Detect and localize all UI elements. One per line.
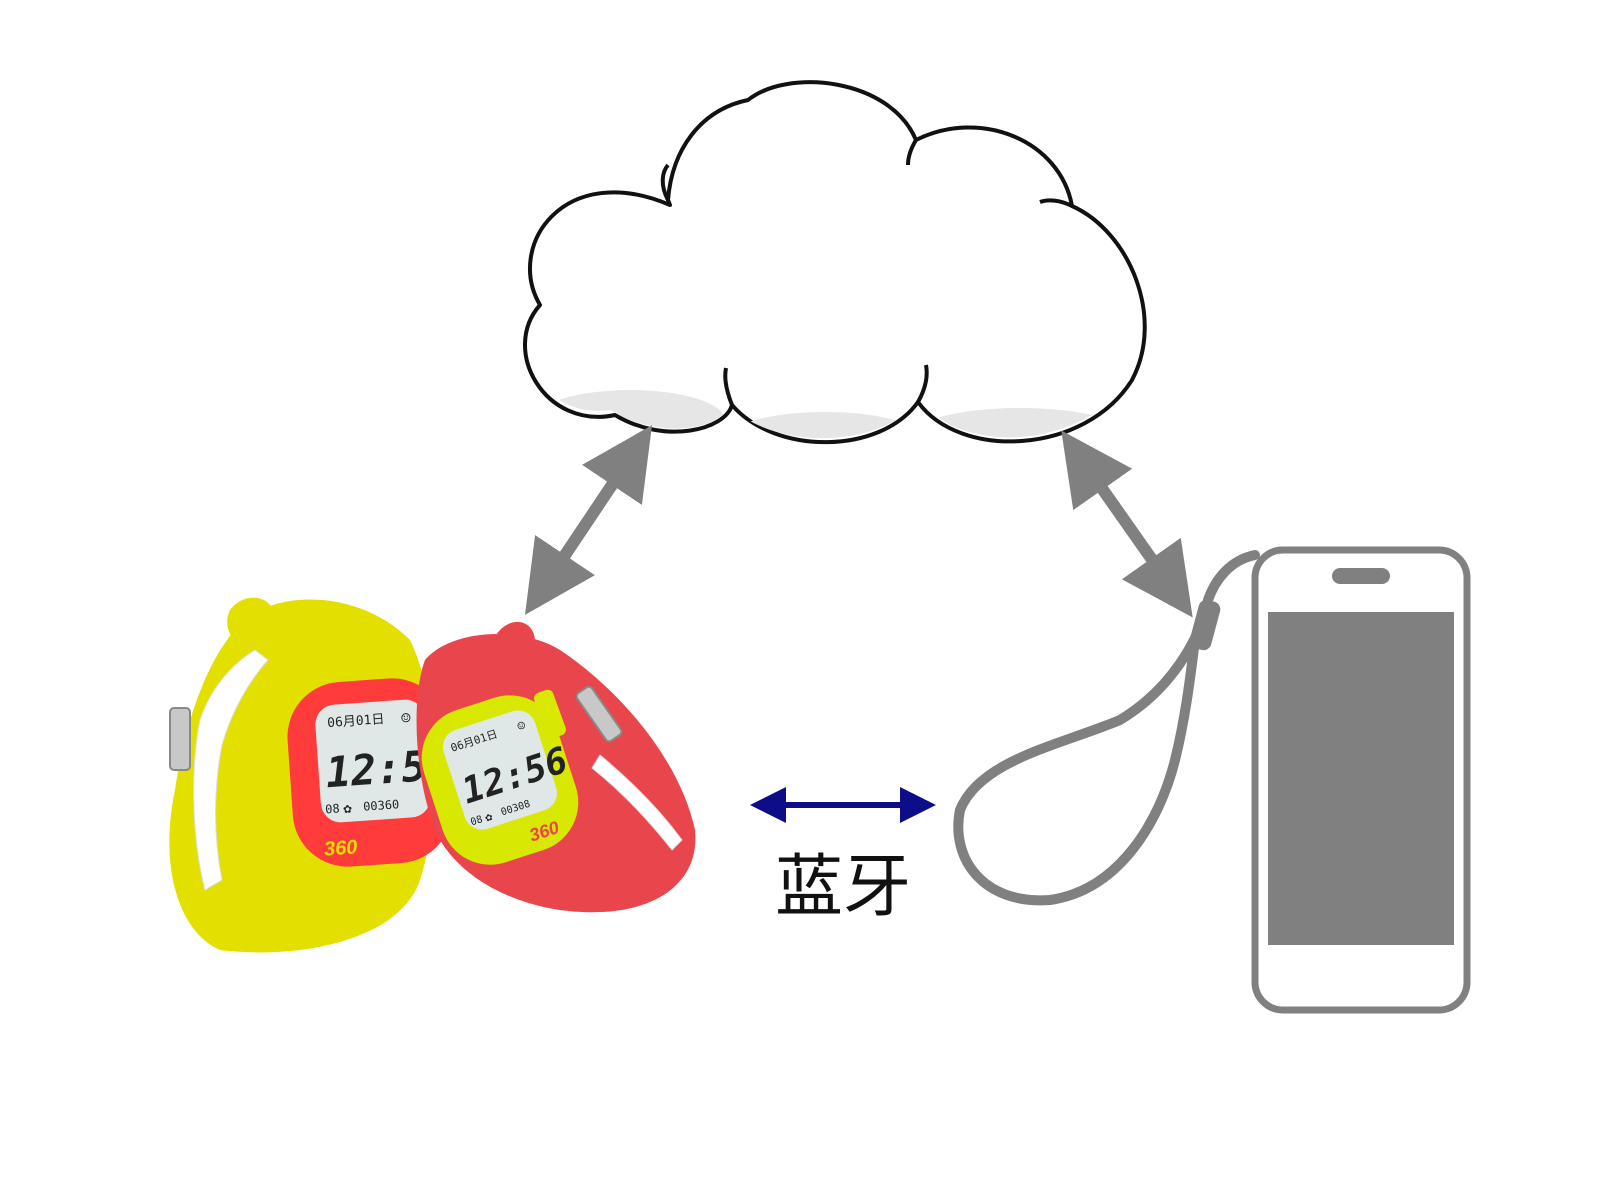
phone-screen — [1268, 612, 1454, 945]
cloud-bump-bottom-right — [916, 364, 929, 403]
watch-yellow: 06月01日 ☺ 12:56 08 ✿ 00360 360 — [169, 597, 454, 953]
phone-lanyard-clip — [1189, 599, 1221, 651]
phone-speaker — [1332, 568, 1390, 584]
phone — [953, 546, 1471, 1014]
watch-red-screen — [442, 710, 558, 830]
watch-yellow-lug — [227, 597, 275, 647]
cloud-shade-2 — [725, 412, 925, 439]
watch-red-lug — [494, 621, 535, 660]
watch-yellow-brand: 360 — [323, 836, 358, 860]
watch-yellow-flower-icon: ✿ — [343, 801, 353, 818]
watch-yellow-strap-inner — [193, 649, 269, 891]
watch-red-side-button — [534, 689, 566, 739]
watch-red-flower-icon: ✿ — [483, 809, 495, 825]
watch-red: 06月01日 ☺ 12:56 08 ✿ 00308 360 — [416, 621, 696, 913]
watch-yellow-status-right: 00360 — [363, 797, 400, 813]
cloud — [523, 80, 1147, 445]
arrow-cloud-phone — [1061, 430, 1193, 618]
watch-yellow-buckle — [169, 707, 191, 771]
watch-yellow-date: 06月01日 — [327, 712, 385, 731]
arrow-watch-cloud — [524, 425, 653, 615]
watch-yellow-smiley-icon: ☺ — [400, 708, 411, 728]
cloud-bump-right — [906, 138, 918, 166]
bluetooth-label: 蓝牙 — [775, 848, 911, 927]
cloud-body — [523, 80, 1147, 445]
watch-red-status-left: 08 — [469, 814, 484, 828]
watch-yellow-status-left: 08 — [325, 801, 340, 816]
cloud-bump-far-right — [1039, 198, 1073, 208]
cloud-bump-bottom-left — [723, 367, 734, 406]
cloud-bump-left — [660, 163, 670, 201]
watch-red-strap-inner — [591, 754, 683, 851]
watch-red-buckle — [575, 685, 623, 743]
watch-yellow-screen — [315, 699, 431, 823]
